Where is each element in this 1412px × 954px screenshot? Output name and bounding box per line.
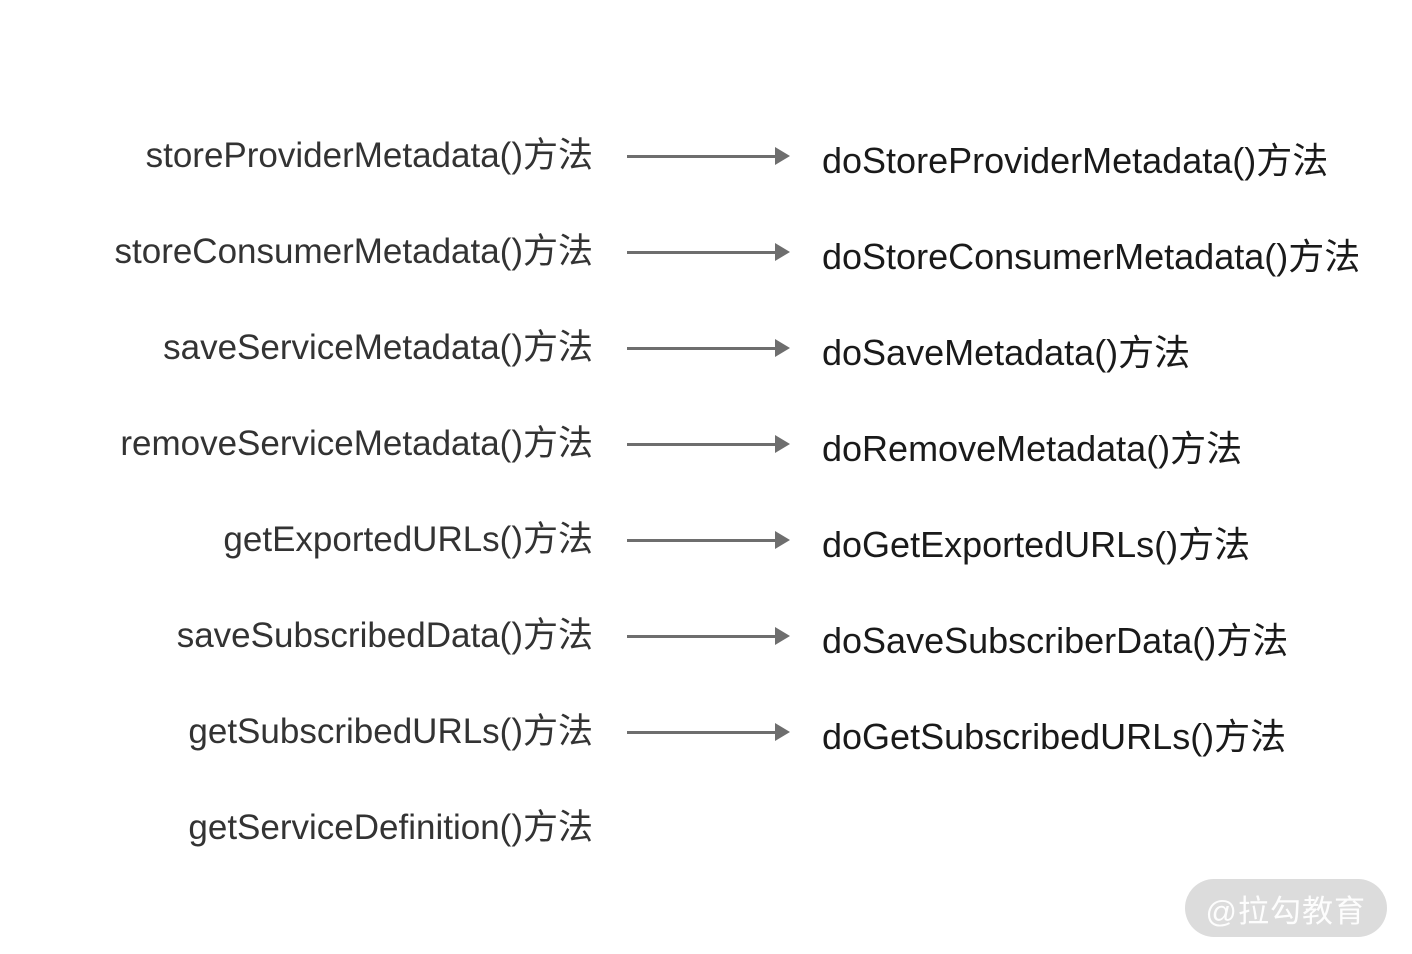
- mapping-row: getSubscribedURLs()方法 doGetSubscribedURL…: [0, 680, 1412, 776]
- arrowhead-icon: [775, 435, 790, 453]
- source-method-label: saveServiceMetadata()方法: [163, 327, 593, 367]
- target-method-label: doStoreConsumerMetadata()方法: [822, 236, 1361, 277]
- source-method-label: storeConsumerMetadata()方法: [114, 231, 594, 271]
- mapping-row: storeConsumerMetadata()方法 doStoreConsume…: [0, 200, 1412, 296]
- arrowhead-icon: [775, 531, 790, 549]
- target-method-label: doSaveSubscriberData()方法: [822, 620, 1289, 661]
- target-method-label: doGetSubscribedURLs()方法: [822, 716, 1287, 757]
- source-method-label: saveSubscribedData()方法: [176, 615, 593, 655]
- target-method-label: doSaveMetadata()方法: [822, 332, 1191, 373]
- arrowhead-icon: [775, 339, 790, 357]
- mapping-row: saveSubscribedData()方法 doSaveSubscriberD…: [0, 584, 1412, 680]
- mapping-row: removeServiceMetadata()方法 doRemoveMetada…: [0, 392, 1412, 488]
- mapping-row: saveServiceMetadata()方法 doSaveMetadata()…: [0, 296, 1412, 392]
- arrow-line: [627, 250, 777, 254]
- arrowhead-icon: [775, 627, 790, 645]
- arrow-line: [627, 346, 777, 350]
- source-method-label: getExportedURLs()方法: [223, 519, 593, 559]
- source-method-label: getServiceDefinition()方法: [188, 807, 593, 847]
- source-method-label: removeServiceMetadata()方法: [120, 423, 593, 463]
- watermark-badge: @拉勾教育: [1184, 879, 1387, 937]
- arrowhead-icon: [775, 243, 790, 261]
- arrow-line: [627, 730, 777, 734]
- target-method-label: doGetExportedURLs()方法: [822, 524, 1251, 565]
- target-method-label: doStoreProviderMetadata()方法: [822, 140, 1329, 181]
- arrow-line: [627, 154, 777, 158]
- target-method-label: doRemoveMetadata()方法: [822, 428, 1243, 469]
- mapping-row: getServiceDefinition()方法: [0, 776, 1412, 872]
- source-method-label: getSubscribedURLs()方法: [188, 711, 593, 751]
- mapping-row: getExportedURLs()方法 doGetExportedURLs()方…: [0, 488, 1412, 584]
- arrowhead-icon: [775, 147, 790, 165]
- arrow-line: [627, 634, 777, 638]
- arrow-line: [627, 442, 777, 446]
- source-method-label: storeProviderMetadata()方法: [145, 135, 593, 175]
- mapping-row: storeProviderMetadata()方法 doStoreProvide…: [0, 104, 1412, 200]
- arrowhead-icon: [775, 723, 790, 741]
- arrow-line: [627, 538, 777, 542]
